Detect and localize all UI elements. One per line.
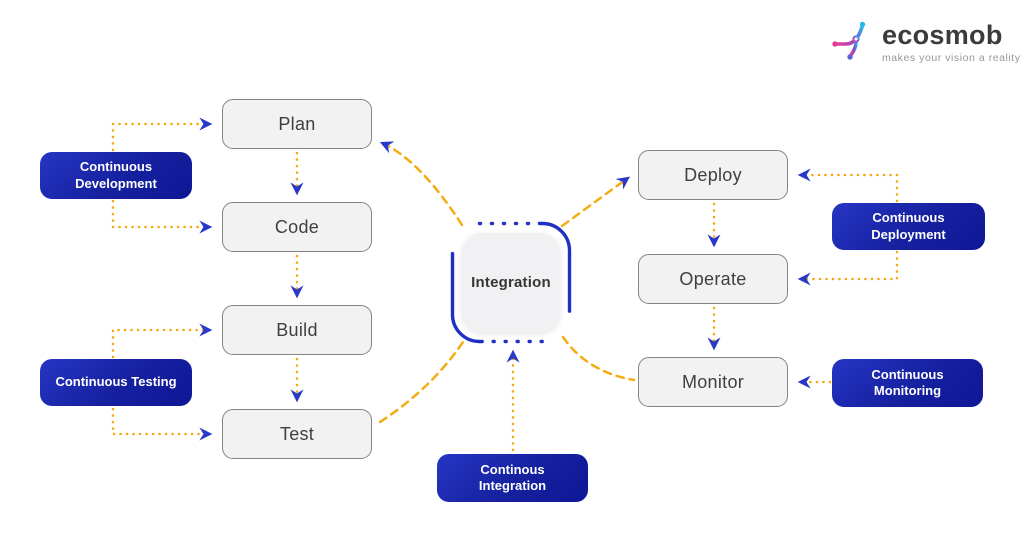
edge-integration-monitor <box>561 335 636 382</box>
node-label: Monitor <box>681 371 745 392</box>
node-label: Plan <box>278 113 316 134</box>
edge-conttest-test <box>111 407 213 441</box>
node-build: Build <box>222 305 372 355</box>
tag-label: Continous Integration <box>478 461 547 493</box>
edge-integration-deploy <box>560 176 630 228</box>
node-label: Test <box>279 423 315 444</box>
tag-label: Continuous Deployment <box>871 210 946 242</box>
ecosmob-logo: ecosmob makes your vision a reality <box>828 16 1021 64</box>
node-label: Build <box>276 319 318 340</box>
tag-continuous-testing: Continuous Testing <box>40 359 192 406</box>
node-label: Code <box>274 216 320 237</box>
edge-contdeploy-operate <box>797 250 899 286</box>
edge-contdev-code <box>111 199 213 234</box>
tag-label: Continuous Development <box>75 159 157 191</box>
edge-conttest-build <box>111 323 213 359</box>
tag-continuous-monitoring: Continuous Monitoring <box>832 359 983 407</box>
node-test: Test <box>222 409 372 459</box>
node-code: Code <box>222 202 372 252</box>
integration-hub-border <box>450 221 572 344</box>
tag-label: Continuous Testing <box>55 374 177 390</box>
brand-name: ecosmob <box>882 20 1003 50</box>
integration-hub-label: Integration <box>471 274 551 291</box>
edge-contdev-plan <box>111 117 213 152</box>
integration-hub: Integration <box>462 233 560 332</box>
brand-tagline: makes your vision a reality <box>882 52 1021 64</box>
tag-continuous-deployment: Continuous Deployment <box>832 203 985 250</box>
tag-continous-integration: Continous Integration <box>437 454 588 502</box>
edge-test-integration <box>378 340 465 424</box>
tag-label: Continuous Monitoring <box>871 366 944 398</box>
edge-integration-plan <box>379 141 464 227</box>
ecosmob-triple-node-icon <box>832 21 866 60</box>
node-label: Deploy <box>684 164 742 185</box>
tag-continuous-development: Continuous Development <box>40 152 192 199</box>
edge-contdeploy-deploy <box>797 168 899 203</box>
node-plan: Plan <box>222 99 372 149</box>
node-label: Operate <box>679 268 747 289</box>
node-deploy: Deploy <box>638 150 788 200</box>
node-operate: Operate <box>638 254 788 304</box>
node-monitor: Monitor <box>638 357 788 407</box>
